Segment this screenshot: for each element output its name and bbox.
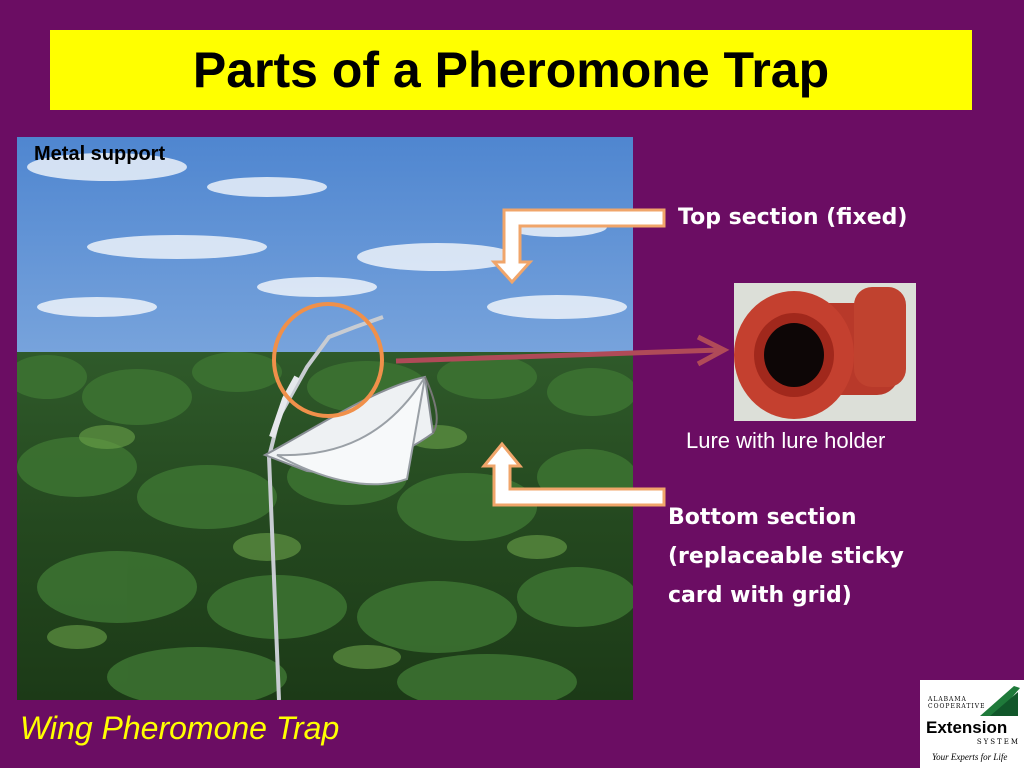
bottom-section-line: Bottom section — [668, 505, 857, 530]
logo-emblem-icon — [980, 686, 1020, 716]
logo-name: Extension — [926, 718, 1008, 737]
slide-title: Parts of a Pheromone Trap — [192, 42, 830, 98]
bottom-section-line: card with grid) — [668, 583, 852, 608]
bottom-section-label: Bottom section (replaceable sticky card … — [668, 498, 904, 615]
lure-photo — [734, 283, 916, 421]
bottom-section-line: (replaceable sticky — [668, 544, 904, 569]
photo-caption: Wing Pheromone Trap — [20, 710, 340, 746]
metal-support-label: Metal support — [34, 143, 166, 165]
title-banner: Parts of a Pheromone Trap — [50, 30, 972, 110]
lure-label: Lure with lure holder — [686, 428, 886, 453]
logo-tagline: Your Experts for Life — [932, 752, 1008, 762]
top-section-label: Top section (fixed) — [678, 205, 908, 230]
lure-pointer-head — [696, 334, 730, 367]
logo-system: SYSTEM — [976, 738, 1020, 746]
field-trap-photo: Metal support — [17, 137, 633, 700]
